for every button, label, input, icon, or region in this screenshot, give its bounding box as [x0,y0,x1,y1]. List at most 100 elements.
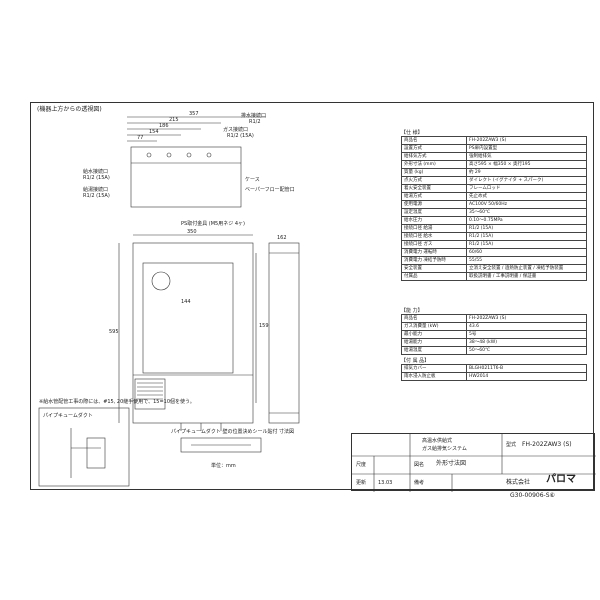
dim-159: 159 [259,323,269,329]
spec-cell: 接続口径 給水 [401,232,467,241]
unit-label: 単位：mm [211,463,236,469]
note-vapor: ベーパーフロー配管口 [245,187,295,193]
perf-row: ガス消費量 (kW)43.6 [401,322,587,331]
label-drain: 排水接続口 [241,113,267,119]
rev-date: 13.03 [378,480,393,486]
acc-cell: 雨水浸入防止板 [401,372,467,381]
company-label: 株式会社 [506,479,531,486]
spec-row: 外形寸法 (mm)高さ595 × 幅350 × 奥行195 [401,160,587,169]
spec-row: 点火方式ダイレクト (イグナイタ + スパーク) [401,176,587,185]
title-category2: ガス給排気システム [422,446,467,452]
bottom-note: パイプキュームダクト 壁の位置決めシール貼付 寸法図 [171,429,295,435]
perf-cell: 給湯能力 [401,338,467,347]
accessory-title: 【付 属 品】 [401,358,430,364]
spec-cell: 給水圧力 [401,216,467,225]
label-hot: 給湯接続口 [83,187,109,193]
spec-cell: 35〜60℃ [466,208,587,217]
spec-cell: 付属品 [401,272,467,281]
drawing-name: 外形寸法図 [436,460,467,467]
acc-cell: HW2014 [466,372,587,381]
view-label: (機器上方からの透視図) [37,106,102,113]
dim-154: 154 [149,129,159,135]
spec-row: 給排気方式強制給排気 [401,152,587,161]
spec-cell: 55/55 [466,256,587,265]
scale-label: 尺度 [356,462,367,468]
perf-cell: 38〜48 (kW) [466,338,587,347]
spec-cell: R1/2 (15A) [466,240,587,249]
dim-357: 357 [189,111,199,117]
spec-cell: 外形寸法 (mm) [401,160,467,169]
spec-cell: 接続口径 給湯 [401,224,467,233]
note-case: ケース [245,177,260,183]
perf-cell: 商品名 [401,314,467,323]
acc-cell: BLGH0211T6-B [466,364,587,373]
perf-cell: 5号 [466,330,587,339]
spec-row: 質量 (kg)約 29 [401,168,587,177]
dim-width: 350 [187,229,197,235]
spec-cell: R1/2 (15A) [466,224,587,233]
spec-row: 付属品取扱説明書 / 工事説明書 / 保証書 [401,272,587,281]
dim-depth: 162 [277,235,287,241]
part-gas: R1/2 (15A) [227,133,254,139]
perf-cell: FH-202ZAW3 (S) [466,314,587,323]
top-view-drawing [38,116,300,487]
spec-cell: 点火方式 [401,176,467,185]
spec-cell: 先止め式 [466,192,587,201]
spec-cell: 立消え安全装置 / 過熱防止装置 / 凍結予防装置 [466,264,587,273]
part-water: R1/2 (15A) [83,175,110,181]
spec-cell: フレームロッド [466,184,587,193]
spec-cell: 安全装置 [401,264,467,273]
spec-cell: 設置方式 [401,144,467,153]
left-note: ※給水管配管工事の際には、#15, 20継手使用で、15=10個を使う。 [39,399,195,405]
spec-cell: 商品名 [401,136,467,145]
spec-cell: 接続口径 ガス [401,240,467,249]
spec-cell: R1/2 (15A) [466,232,587,241]
spec-cell: 着火安全装置 [401,184,467,193]
spec-row: 給湯方式先止め式 [401,192,587,201]
spec-cell: 質量 (kg) [401,168,467,177]
drawing-sheet: (機器上方からの透視図) [30,102,596,492]
spec-cell: 消費電力 運転時 [401,248,467,257]
spec-cell: AC100V 50/60Hz [466,200,587,209]
spec-cell: 60/60 [466,248,587,257]
perf-cell: 最小能力 [401,330,467,339]
label-water: 給水接続口 [83,169,109,175]
perf-title: 【能 力】 [401,308,423,314]
label-gas: ガス接続口 [223,127,249,133]
dim-77: 77 [137,135,144,141]
spec-cell: FH-202ZAW3 (S) [466,136,587,145]
dim-186: 186 [159,123,169,129]
acc-cell: 排気カバー [401,364,467,373]
rev-label: 更新 [356,480,367,486]
title-category: 高温水供給式 [422,438,453,444]
perf-cell: 43.6 [466,322,587,331]
spec-row: 安全装置立消え安全装置 / 過熱防止装置 / 凍結予防装置 [401,264,587,273]
dim-height: 595 [109,329,119,335]
model-name: FH-202ZAW3 (S) [522,441,572,448]
dim-144: 144 [181,299,191,305]
spec-cell: 給湯方式 [401,192,467,201]
perf-cell: ガス消費量 (kW) [401,322,467,331]
drawing-label: 図名 [414,462,425,468]
doc-number: G30-00906-S⑥ [510,492,555,499]
brand-logo: パロマ [546,474,576,485]
part-drain: R1/2 [249,119,261,125]
spec-row: 着火安全装置フレームロッド [401,184,587,193]
spec-cell: 給排気方式 [401,152,467,161]
